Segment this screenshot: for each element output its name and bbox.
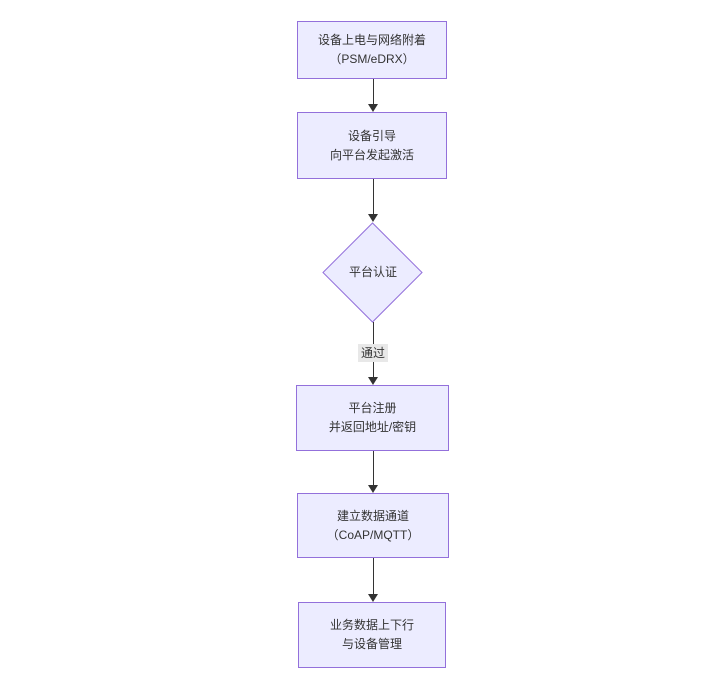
node-label-line: 向平台发起激活 [329, 147, 414, 162]
decision-label: 平台认证 [348, 265, 397, 279]
arrowhead-icon [368, 214, 378, 222]
arrow-down [368, 79, 378, 112]
node-label-line: 建立数据通道 [336, 508, 409, 523]
arrowhead-icon [368, 377, 378, 385]
arrow-line [372, 558, 374, 594]
node-label-line: （PSM/eDRX） [329, 52, 415, 66]
node-bootstrap: 设备引导 向平台发起激活 [297, 112, 447, 179]
node-label-line: 平台注册 [348, 401, 397, 415]
node-power-attach: 设备上电与网络附着 （PSM/eDRX） [297, 21, 447, 79]
node-label-line: 设备引导 [347, 128, 396, 143]
arrow-line [372, 79, 374, 104]
node-data-channel: 建立数据通道 （CoAP/MQTT） [297, 493, 449, 558]
node-label-line: 与设备管理 [341, 637, 402, 651]
arrow-line [372, 179, 374, 214]
edge-label-pass: 通过 [357, 344, 389, 362]
arrow-down [368, 558, 378, 602]
arrowhead-icon [368, 594, 378, 602]
node-business-data: 业务数据上下行 与设备管理 [298, 602, 446, 668]
arrowhead-icon [368, 485, 378, 493]
arrow-down [368, 451, 378, 493]
node-label-line: 设备上电与网络附着 [317, 33, 426, 47]
arrowhead-icon [368, 104, 378, 112]
arrow-down [368, 179, 378, 222]
node-label-line: （CoAP/MQTT） [326, 527, 420, 542]
node-register: 平台注册 并返回地址/密钥 [296, 385, 449, 451]
arrow-line [372, 451, 374, 485]
node-label-line: 并返回地址/密钥 [328, 420, 417, 434]
node-label-line: 业务数据上下行 [329, 618, 414, 632]
